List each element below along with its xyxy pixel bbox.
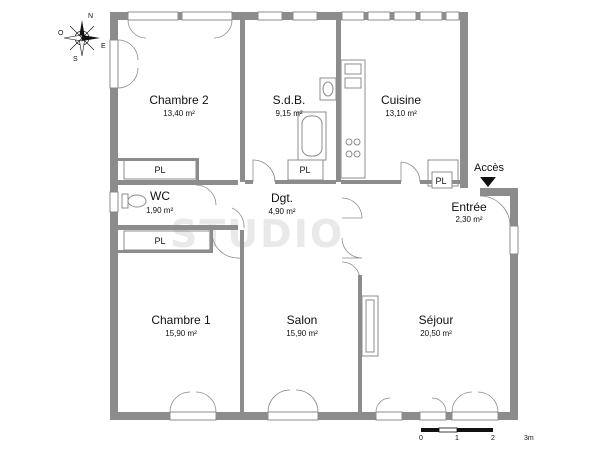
svg-text:20,50 m²: 20,50 m²: [420, 329, 452, 338]
room-label-sdb: S.d.B. 9,15 m²: [273, 93, 306, 118]
svg-text:Salon: Salon: [287, 313, 318, 327]
room-label-chambre1: Chambre 1 15,90 m²: [151, 313, 211, 338]
svg-text:S: S: [73, 56, 78, 63]
svg-text:Entrée: Entrée: [451, 200, 487, 214]
svg-text:E: E: [101, 43, 106, 50]
svg-text:WC: WC: [150, 189, 170, 203]
room-label-cuisine: Cuisine 13,10 m²: [381, 93, 421, 118]
closet-chambre1: PL: [123, 230, 211, 251]
entrance-arrow-icon: [480, 177, 496, 187]
door-swings: [117, 19, 511, 413]
svg-text:PL: PL: [299, 165, 310, 175]
svg-text:2,30 m²: 2,30 m²: [455, 215, 482, 224]
svg-text:9,15 m²: 9,15 m²: [275, 109, 302, 118]
compass-rose-icon: N E S O: [58, 13, 106, 63]
svg-text:PL: PL: [154, 236, 165, 246]
svg-text:Chambre 1: Chambre 1: [151, 313, 211, 327]
svg-text:3m: 3m: [524, 435, 534, 442]
svg-text:1: 1: [455, 435, 459, 442]
kitchen-counter: [340, 59, 366, 179]
scale-bar: 0 1 2 3m: [419, 427, 534, 442]
svg-text:13,40 m²: 13,40 m²: [163, 109, 195, 118]
washbasin: [319, 77, 337, 101]
svg-text:Séjour: Séjour: [419, 313, 454, 327]
svg-text:15,90 m²: 15,90 m²: [286, 329, 318, 338]
svg-text:Cuisine: Cuisine: [381, 93, 421, 107]
svg-text:S.d.B.: S.d.B.: [273, 93, 306, 107]
bathtub: [297, 111, 327, 161]
room-label-wc: WC 1,90 m²: [146, 189, 173, 215]
svg-text:O: O: [58, 30, 64, 37]
fireplace: [361, 295, 379, 357]
toilet: [121, 193, 147, 209]
room-label-dgt: Dgt. 4,90 m²: [268, 191, 295, 216]
svg-text:Dgt.: Dgt.: [271, 191, 293, 205]
closet-chambre2: PL: [123, 159, 197, 180]
svg-text:1,90 m²: 1,90 m²: [146, 206, 173, 215]
room-label-salon: Salon 15,90 m²: [286, 313, 318, 338]
svg-text:PL: PL: [435, 176, 446, 186]
entrance-marker: Accès: [474, 162, 504, 187]
svg-text:PL: PL: [154, 165, 165, 175]
windows: [109, 11, 519, 421]
svg-text:15,90 m²: 15,90 m²: [165, 329, 197, 338]
closet-entree: PL: [427, 159, 459, 189]
svg-text:Accès: Accès: [474, 162, 504, 174]
svg-text:4,90 m²: 4,90 m²: [268, 207, 295, 216]
closet-sdb: PL: [287, 159, 324, 181]
room-label-chambre2: Chambre 2 13,40 m²: [149, 93, 209, 118]
svg-text:13,10 m²: 13,10 m²: [385, 109, 417, 118]
room-label-entree: Entrée 2,30 m²: [451, 200, 487, 224]
room-label-sejour: Séjour 20,50 m²: [419, 313, 454, 338]
svg-text:Chambre 2: Chambre 2: [149, 93, 209, 107]
svg-text:2: 2: [491, 435, 495, 442]
svg-text:N: N: [88, 13, 93, 20]
watermark: STUDIO: [170, 212, 344, 256]
svg-text:0: 0: [419, 435, 423, 442]
